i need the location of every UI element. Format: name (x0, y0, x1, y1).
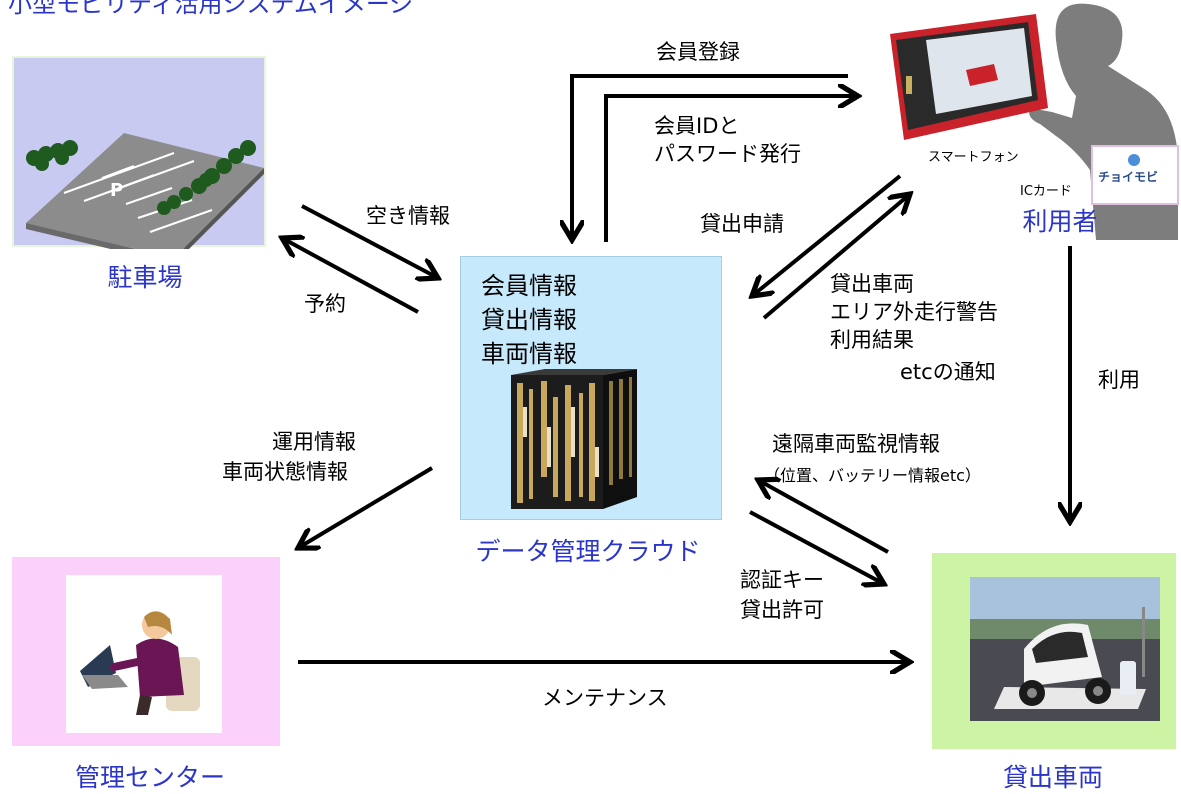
vehicle-photo (970, 577, 1160, 721)
vehicle-title: 貸出車両 (1002, 763, 1103, 792)
arrow-notify (762, 194, 910, 320)
arrow-lend-request (752, 174, 902, 296)
cloud-node: 会員情報 貸出情報 車両情報 (460, 256, 722, 520)
label-ops-info-2: 車両状態情報 (222, 460, 348, 484)
parking-title: 駐車場 (107, 263, 183, 292)
vehicle-node (932, 553, 1176, 749)
label-vacancy: 空き情報 (366, 204, 450, 228)
label-maintenance: メンテナンス (542, 686, 668, 710)
label-id-issue-2: パスワード発行 (654, 142, 801, 166)
label-monitor-2: （位置、バッテリー情報etc） (764, 466, 981, 485)
cloud-title: データ管理クラウド (475, 537, 701, 566)
label-id-issue-1: 会員IDと (654, 114, 740, 138)
label-auth-2: 貸出許可 (740, 598, 824, 622)
page-header: 小型モビリティ活用システムイメージ (8, 0, 414, 18)
cloud-data-list: 会員情報 貸出情報 車両情報 (481, 269, 577, 371)
arrow-auth (749, 510, 884, 584)
parking-node: P (12, 56, 266, 249)
ic-card-icon (1091, 145, 1179, 205)
label-auth-1: 認証キー (740, 568, 824, 592)
user-illustration (890, 3, 1179, 240)
label-reserve: 予約 (304, 292, 346, 316)
label-notify-4: etcの通知 (900, 360, 996, 384)
cloud-line-member: 会員情報 (481, 272, 577, 300)
center-node (12, 557, 280, 746)
cloud-line-lending: 貸出情報 (481, 306, 577, 334)
arrow-reserve (282, 238, 419, 314)
card-brand: チョイモビ (1098, 170, 1159, 184)
user-title: 利用者 (1022, 207, 1098, 236)
arrow-vacancy (301, 204, 438, 278)
arrow-monitor (758, 480, 889, 554)
ic-card-label: ICカード (1020, 184, 1072, 199)
label-notify-3: 利用結果 (830, 328, 914, 352)
smartphone-icon (890, 14, 1048, 140)
label-member-register: 会員登録 (656, 40, 740, 64)
label-ops-info-1: 運用情報 (272, 430, 356, 454)
smartphone-label: スマートフォン (928, 150, 1019, 165)
label-notify-2: エリア外走行警告 (830, 300, 998, 324)
parking-sign: P (110, 180, 123, 201)
vehicle-illustration (970, 577, 1160, 721)
parking-lot-illustration: P (26, 133, 264, 249)
label-monitor-1: 遠隔車両監視情報 (772, 432, 940, 456)
user-node: チョイモビ (876, 0, 1181, 240)
label-lend-request: 貸出申請 (700, 212, 784, 236)
center-title: 管理センター (74, 763, 225, 792)
server-rack-illustration (511, 369, 637, 509)
operator-illustration (80, 611, 200, 715)
operator-panel (66, 575, 222, 733)
cloud-line-vehicle: 車両情報 (481, 340, 577, 368)
arrow-member-register (572, 74, 848, 240)
label-use: 利用 (1098, 368, 1140, 392)
arrow-id-issue (604, 96, 858, 242)
arrow-ops-info (298, 466, 434, 548)
label-notify-1: 貸出車両 (830, 272, 914, 296)
